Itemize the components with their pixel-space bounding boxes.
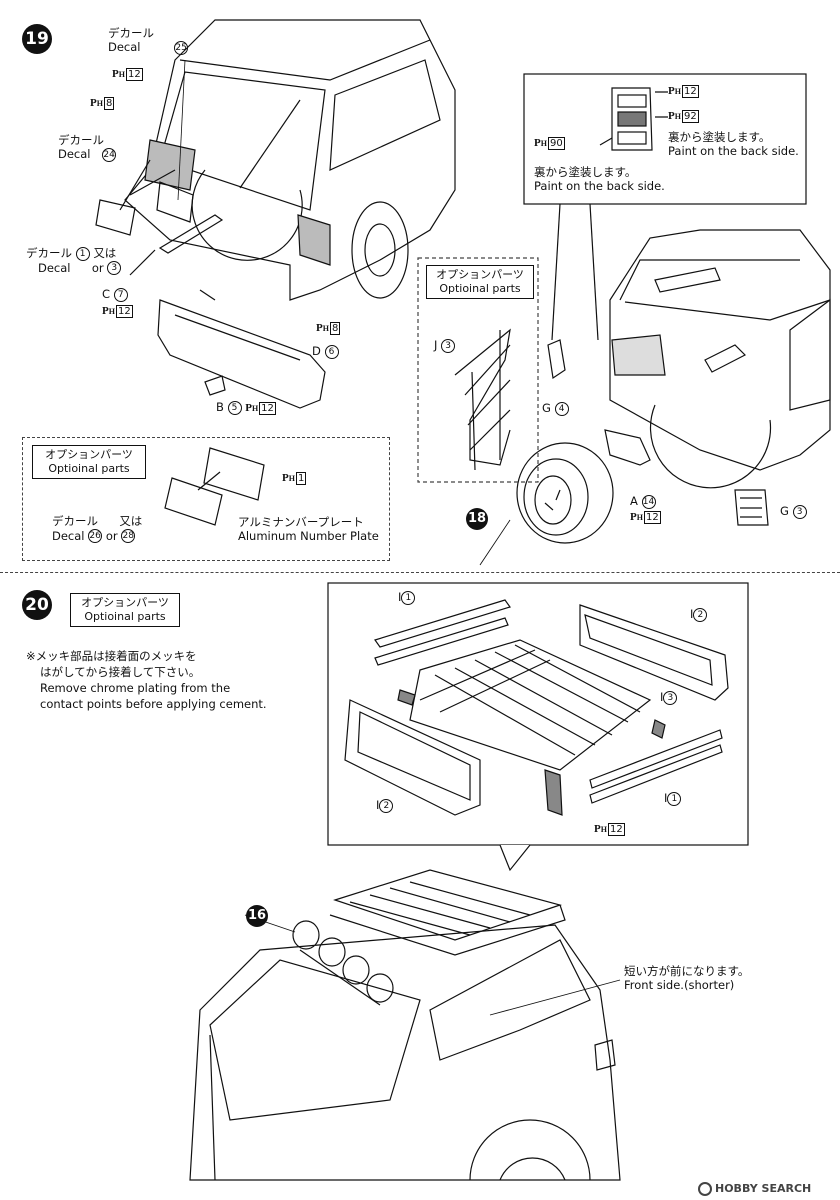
- decal-left-label: デカール 1 又は Decal or 3: [26, 246, 122, 275]
- rack-exploded-box: [327, 582, 749, 846]
- part-16-marker: 16: [246, 905, 268, 927]
- taillight-back-note-left: 裏から塗装します。 Paint on the back side.: [534, 165, 665, 193]
- bumper-part: [157, 299, 326, 409]
- part-a14-label: A 14: [630, 494, 656, 509]
- option-parts-right-label: オプションパーツ Optioinal parts: [426, 265, 534, 299]
- option-parts-step20-label: オプションパーツ Optioinal parts: [70, 593, 180, 627]
- vehicle-rear-body: [124, 19, 456, 301]
- vehicle-front: [189, 924, 621, 1181]
- part-g3-label: G 3: [780, 504, 807, 519]
- fog-lamp: [292, 920, 320, 950]
- part-18-marker: 18: [466, 508, 488, 530]
- hobby-search-watermark: HOBBY SEARCH: [698, 1182, 811, 1196]
- spare-tire: [516, 442, 614, 544]
- option-parts-plate-label: オプションパーツ Optioinal parts: [32, 445, 146, 479]
- step-separator: [0, 572, 840, 573]
- roof-rack: [409, 639, 652, 771]
- part-c7-label: C 7: [102, 287, 128, 302]
- option-plate-decal-label: デカール 又は Decal 26 or 28: [52, 514, 143, 543]
- taillight-solid-box: [523, 73, 807, 205]
- part-g4-label: G 4: [542, 401, 569, 416]
- decal-mid-label: デカール Decal 24: [58, 133, 117, 162]
- part-j3-label: J 3: [434, 338, 456, 353]
- hobby-search-logo-icon: [698, 1182, 712, 1196]
- step-20-marker: 20: [22, 590, 52, 620]
- step-19-marker: 19: [22, 24, 52, 54]
- chrome-note: ※メッキ部品は接着面のメッキを はがしてから接着して下さい。 Remove ch…: [26, 649, 267, 711]
- part-d6-label: D 6: [312, 344, 339, 359]
- decal-top-label: デカール Decal 25: [108, 26, 189, 55]
- front-side-note: 短い方が前になります。 Front side.(shorter): [624, 964, 750, 992]
- taillight-back-note-right: 裏から塗装します。 Paint on the back side.: [668, 130, 799, 158]
- aluminum-plate-label: アルミナンバープレート Aluminum Number Plate: [238, 515, 379, 543]
- option-plate-dashed-box: [22, 437, 390, 561]
- number-plate: [203, 447, 265, 501]
